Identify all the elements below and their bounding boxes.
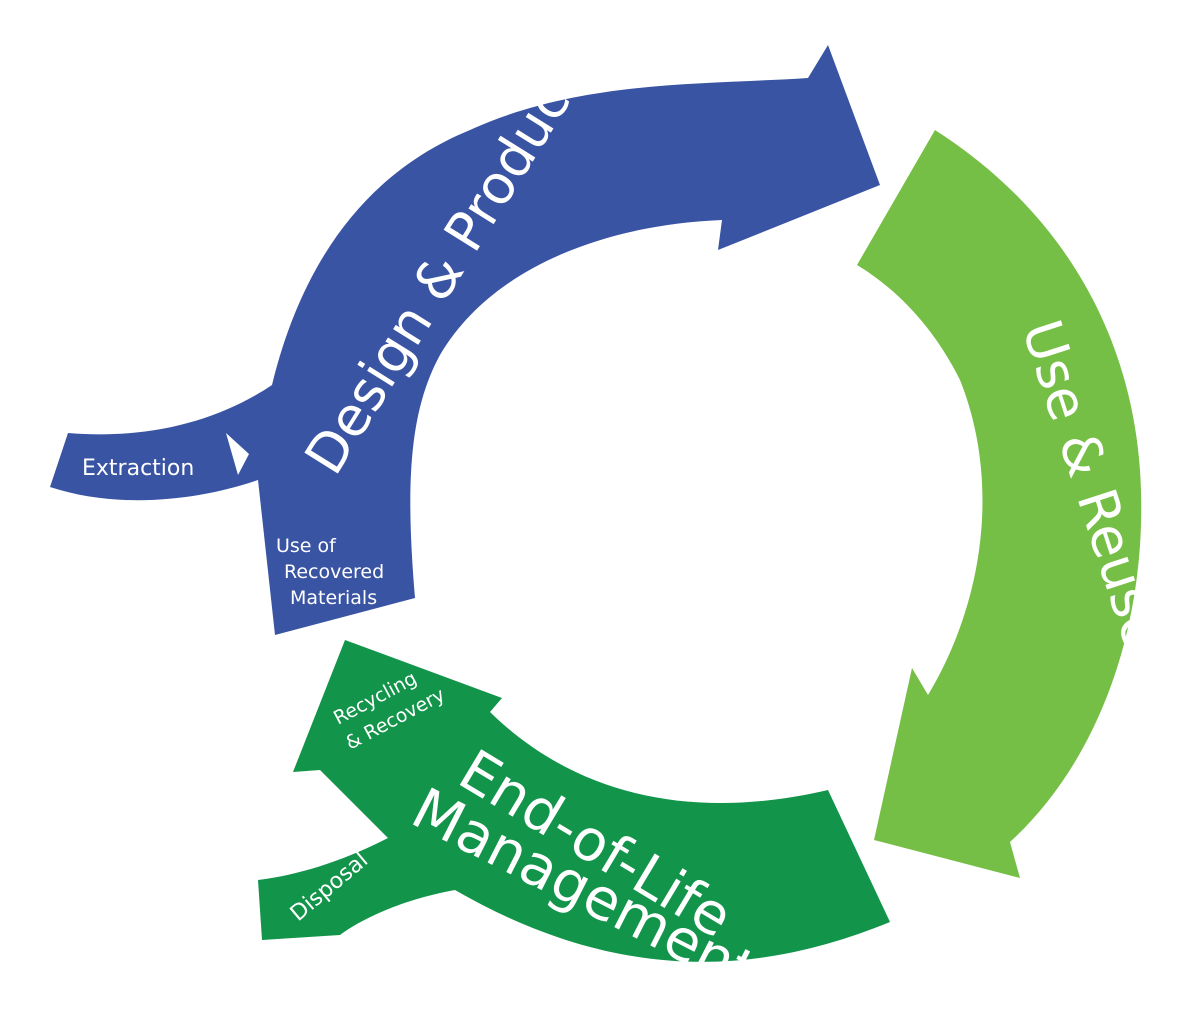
use-of-recovered-line2: Recovered: [284, 561, 384, 583]
use-reuse-arrow: [857, 130, 1142, 878]
use-of-recovered-line1: Use of: [276, 535, 337, 557]
extraction-label: Extraction: [82, 456, 194, 481]
use-of-recovered-line3: Materials: [290, 587, 377, 609]
design-production-arrow: [50, 45, 880, 635]
end-of-life-arrow: [258, 640, 890, 962]
extraction-marker-icon: [226, 433, 249, 475]
